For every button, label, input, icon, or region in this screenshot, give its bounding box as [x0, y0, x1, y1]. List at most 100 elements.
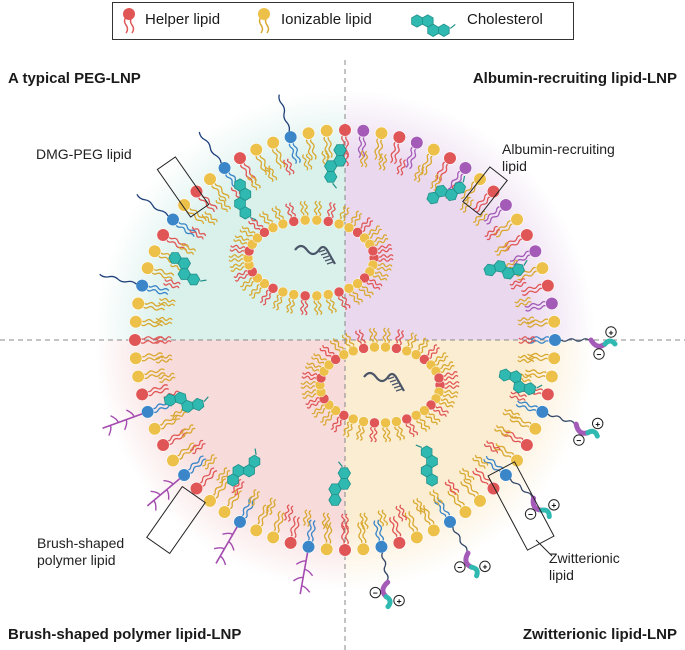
micelle-lipid [305, 393, 330, 409]
lipid-head [510, 212, 524, 227]
lipid-tail [218, 197, 231, 210]
lipid-tail [366, 225, 380, 236]
lipid-head [141, 261, 155, 275]
mrna-base [393, 385, 401, 389]
lipid-tail [241, 226, 256, 235]
lipid-tail [395, 329, 401, 345]
lipid-head [427, 143, 441, 157]
lipid-tail [420, 152, 431, 174]
lipid-tail [234, 235, 250, 242]
bg-brush-quadrant [95, 340, 345, 590]
lipid-tail [143, 372, 166, 380]
lipid-tail [326, 298, 333, 314]
lipid-tail [146, 284, 170, 292]
outer-lipid [338, 522, 352, 557]
lipid-tail [139, 336, 163, 340]
lipid-tail [393, 515, 402, 538]
lipid-tail [509, 395, 526, 401]
micelle-lipid [248, 278, 270, 299]
zwitter-tip [383, 594, 393, 610]
zwitter-tip [602, 338, 618, 347]
lipid-tail [322, 345, 335, 356]
legend-cholesterol-glyph [411, 14, 456, 37]
lipid-tail [389, 516, 398, 539]
callout-zwitter-line1: Zwitterionic [549, 550, 620, 566]
positive-charge [548, 499, 560, 511]
lipid-tail [524, 300, 547, 308]
lipid-tail [289, 202, 296, 218]
lipid-tail [475, 213, 488, 226]
lipid-tail [442, 371, 458, 377]
lipid-tail [356, 424, 361, 440]
bg-zwitter-quadrant [345, 340, 595, 590]
lipid-tail [330, 416, 340, 430]
lipid-tail [369, 426, 374, 443]
lipid-tail [438, 162, 450, 184]
cholesterol-molecule [498, 368, 543, 396]
lipid-tail [158, 301, 175, 307]
micelle-lipid [355, 329, 369, 354]
lipid-tail [444, 481, 456, 496]
inner-lipid [341, 513, 349, 531]
lipid-head [330, 354, 341, 365]
lipid-tail [229, 248, 246, 254]
lipid-tail [304, 366, 321, 372]
lipid-tail [330, 203, 336, 219]
lipid-head [545, 369, 559, 384]
outer-lipid [390, 130, 406, 165]
lipid-tail [521, 287, 544, 296]
lipid-tail [204, 211, 218, 223]
lipid-tail [152, 267, 175, 276]
lipid-tail [306, 400, 322, 409]
lipid-head [410, 136, 424, 150]
zwitter-coil [547, 413, 575, 424]
lipid-tail [462, 467, 475, 480]
lipid-tail [373, 426, 378, 443]
dmg-peg-callout-box [156, 156, 210, 218]
lipid-tail [163, 282, 180, 289]
lipid-tail [265, 497, 273, 514]
micelle-lipid [329, 338, 350, 360]
lipid-head [374, 540, 389, 554]
inner-lipid [517, 316, 535, 326]
lipid-tail [323, 521, 329, 545]
lipid-tail [285, 203, 293, 219]
inner-lipid [429, 489, 443, 506]
lipid-tail [247, 176, 258, 191]
lipid-tail [517, 354, 535, 360]
legend-ionizable-label: Ionizable lipid [281, 11, 372, 28]
lipid-tail [376, 247, 393, 254]
lipid-tail [433, 352, 447, 363]
lipid-tail [201, 214, 216, 226]
micelle-lipid [419, 405, 441, 425]
lipid-tail [306, 510, 312, 527]
cholesterol-tail [249, 216, 257, 221]
outer-lipid [493, 443, 524, 468]
cholesterol-molecule [163, 391, 209, 413]
lipid-tail [447, 490, 462, 510]
lipid-tail [515, 404, 538, 413]
outer-lipid [320, 124, 334, 159]
lipid-tail [493, 220, 512, 235]
cholesterol-ring [427, 23, 439, 37]
lipid-tail [386, 327, 391, 344]
lipid-head [135, 387, 149, 401]
positive-charge [591, 417, 604, 430]
lipid-tail [435, 355, 449, 366]
lipid-tail [368, 278, 383, 287]
brush-backbone [215, 526, 238, 564]
brush-branch [295, 560, 307, 565]
lipid-tail [527, 352, 550, 358]
lipid-head [156, 438, 170, 452]
micelle-lipid [233, 235, 258, 250]
lipid-tail [313, 407, 327, 418]
cholesterol-tail [449, 23, 456, 29]
lipid-tail [517, 316, 535, 322]
lipid-tail [305, 138, 313, 161]
micelle-lipid [391, 416, 405, 441]
lipid-tail [429, 491, 440, 506]
mrna-base [326, 261, 334, 265]
legend-cholesterol-label: Cholesterol [467, 11, 543, 28]
callout-boxes [146, 156, 555, 557]
brush-branch [222, 532, 234, 535]
